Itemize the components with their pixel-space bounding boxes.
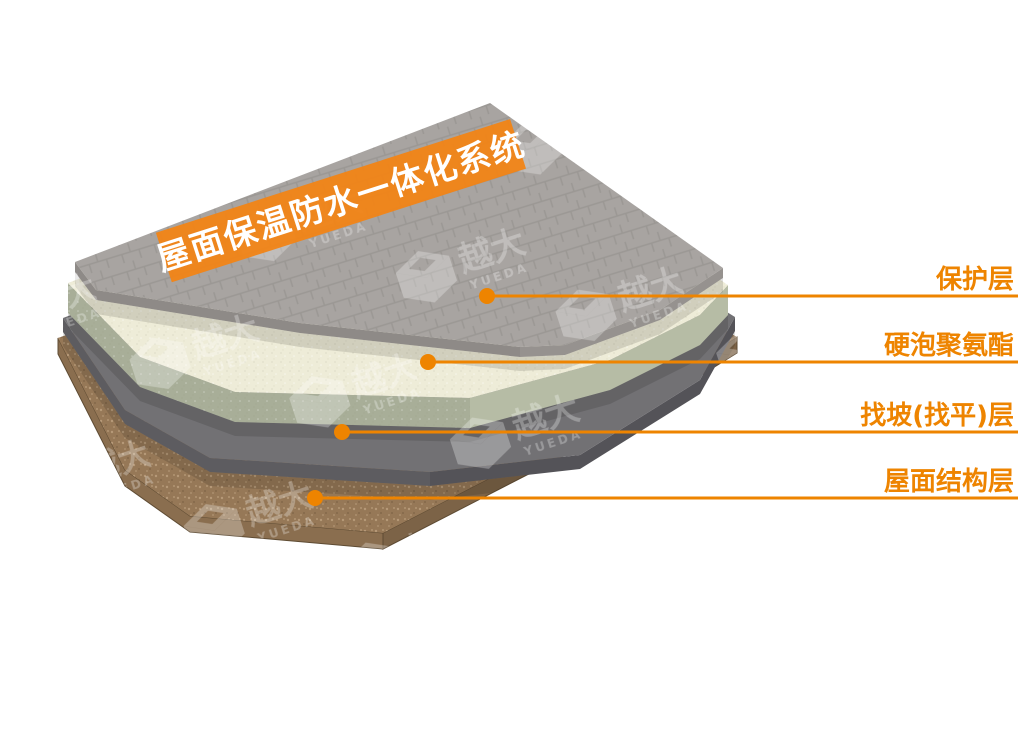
callout-dots	[307, 288, 495, 506]
callout-dot-polyurethane	[420, 354, 436, 370]
callout-labels: 保护层 硬泡聚氨酯 找坡(找平)层 屋面结构层	[860, 265, 1014, 497]
callout-label-leveling: 找坡(找平)层	[860, 401, 1014, 431]
callout-dot-structure	[307, 490, 323, 506]
callout-dot-protection	[479, 288, 495, 304]
callout-label-protection: 保护层	[935, 265, 1014, 295]
title-banner-background	[155, 119, 526, 283]
callout-dot-leveling	[334, 424, 350, 440]
callout-label-polyurethane: 硬泡聚氨酯	[884, 330, 1014, 361]
callout-label-structure: 屋面结构层	[884, 467, 1014, 497]
callout-lines	[315, 294, 1018, 500]
